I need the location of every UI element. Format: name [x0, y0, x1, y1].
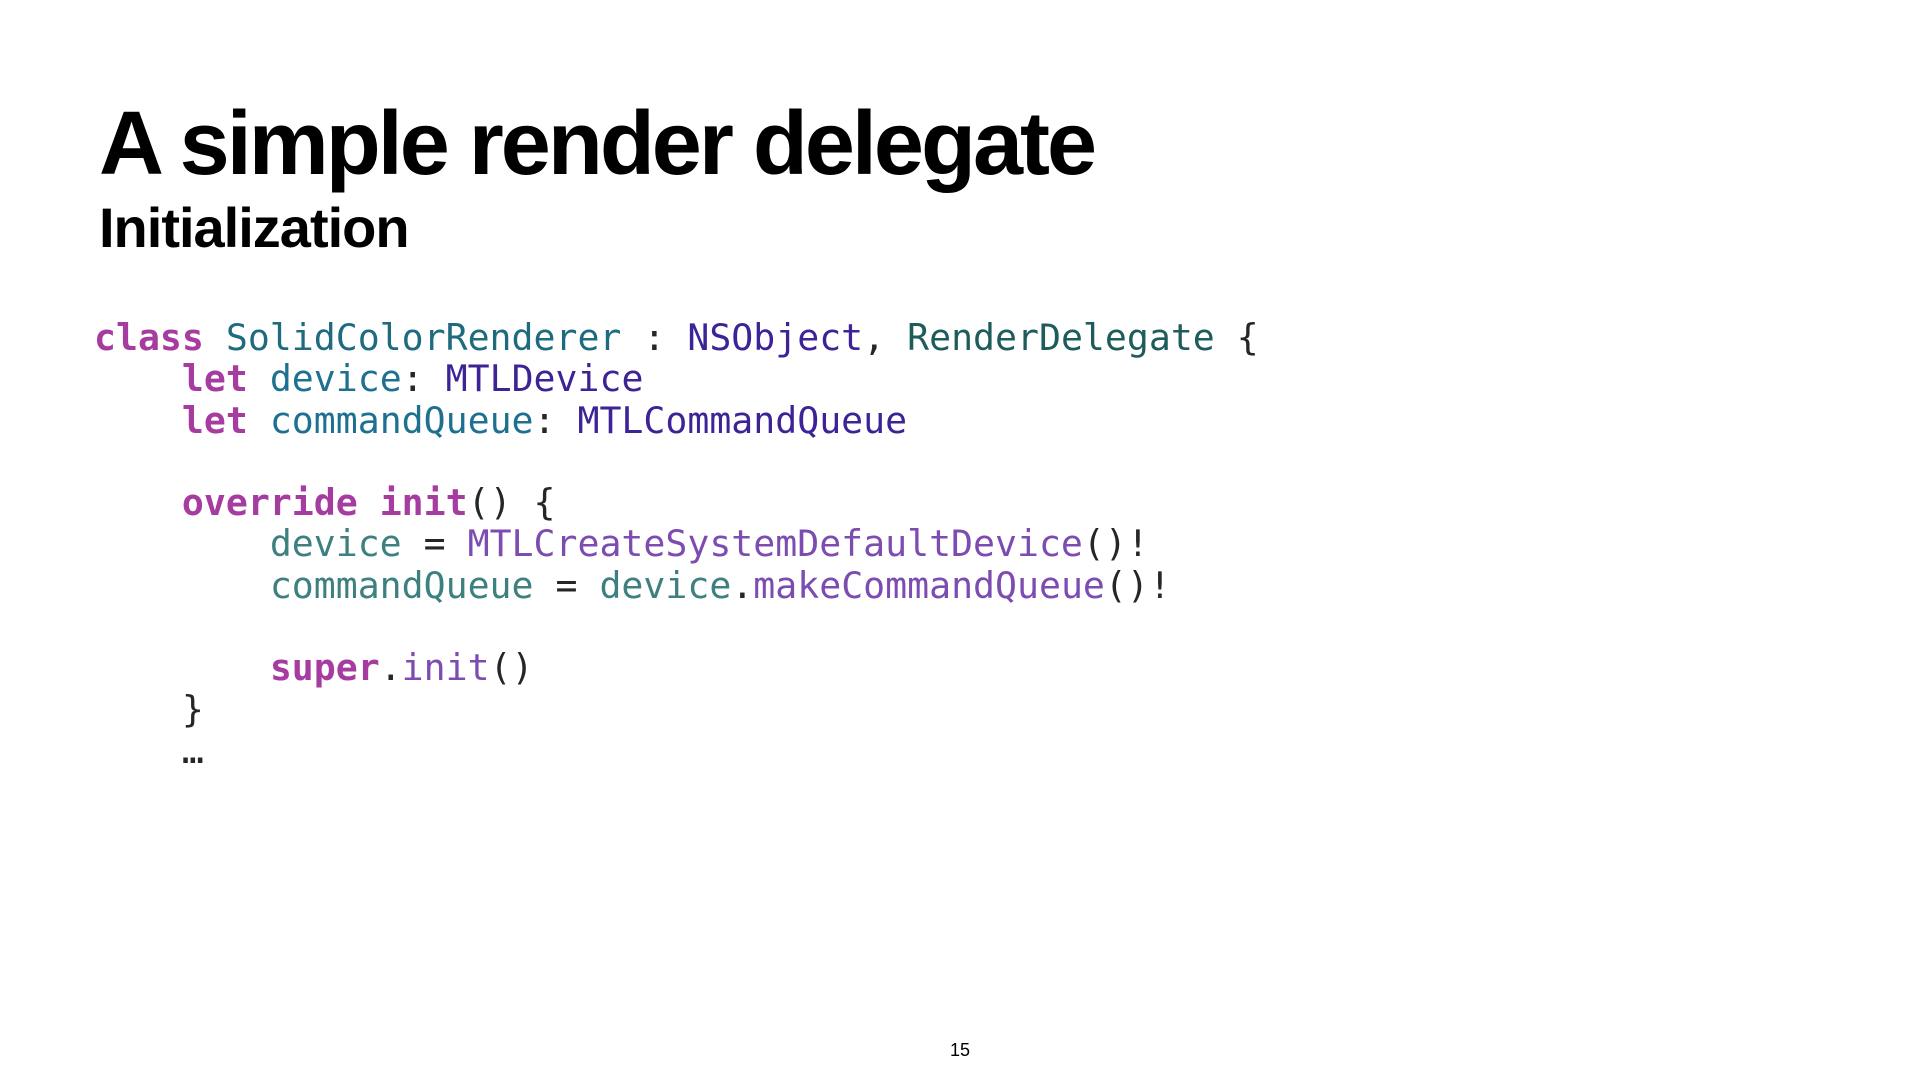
code-token-keyword: override	[181, 481, 358, 525]
code-token-function: MTLCreateSystemDefaultDevice	[467, 522, 1083, 566]
code-token-plain	[94, 357, 182, 400]
code-token-keyword: let	[181, 398, 248, 442]
code-token-plain: …	[94, 728, 204, 772]
code-token-plain: ,	[863, 316, 908, 359]
code-token-plain: =	[401, 522, 468, 566]
code-line: let commandQueue: MTLCommandQueue	[94, 398, 1259, 442]
code-token-keyword: init	[379, 481, 468, 525]
code-token-plain	[94, 564, 270, 607]
code-line: override init() {	[94, 482, 1259, 523]
code-token-plain	[204, 316, 226, 359]
code-token-plain: .	[379, 646, 402, 690]
code-token-plain	[248, 357, 270, 400]
code-line: device = MTLCreateSystemDefaultDevice()!	[94, 523, 1259, 564]
code-token-variable: device	[599, 563, 732, 607]
code-token-builtin-type: MTLDevice	[445, 357, 644, 401]
page-number: 15	[949, 1040, 971, 1060]
code-token-function: makeCommandQueue	[753, 563, 1105, 607]
code-token-plain	[358, 481, 380, 524]
code-token-variable: commandQueue	[269, 563, 534, 607]
code-line: commandQueue = device.makeCommandQueue()…	[94, 565, 1259, 606]
code-line: class SolidColorRenderer : NSObject, Ren…	[94, 317, 1259, 358]
code-token-plain: .	[731, 563, 754, 607]
slide-title: A simple render delegate	[99, 94, 1097, 194]
code-line	[94, 606, 1259, 647]
code-token-plain	[94, 522, 270, 565]
code-line: …	[94, 730, 1259, 771]
code-token-keyword: let	[181, 357, 248, 401]
code-token-plain: :	[621, 316, 688, 359]
code-line: let device: MTLDevice	[94, 358, 1259, 399]
code-token-type-name: SolidColorRenderer	[225, 316, 622, 359]
code-token-plain: }	[94, 687, 204, 731]
code-token-plain: ()!	[1082, 522, 1149, 566]
code-token-plain	[94, 481, 182, 524]
code-token-plain: :	[401, 357, 446, 401]
code-line	[94, 441, 1259, 482]
code-token-property: device	[269, 357, 402, 401]
code-token-plain	[94, 646, 270, 689]
code-token-keyword: super	[269, 646, 380, 690]
code-token-plain	[94, 399, 182, 442]
code-token-plain: ()	[489, 646, 534, 690]
code-token-plain	[248, 399, 270, 442]
code-token-property: commandQueue	[269, 398, 534, 442]
code-token-builtin-type: MTLCommandQueue	[577, 398, 908, 442]
code-line: }	[94, 689, 1259, 730]
code-line: super.init()	[94, 647, 1259, 688]
code-token-plain: ()!	[1104, 563, 1171, 607]
code-token-builtin-type: NSObject	[687, 316, 864, 359]
code-token-plain: () {	[467, 481, 556, 525]
code-token-function: init	[401, 646, 490, 690]
code-token-plain: =	[533, 563, 600, 607]
code-token-variable: device	[269, 522, 402, 566]
code-token-plain: :	[533, 398, 578, 442]
code-token-plain: {	[1214, 316, 1259, 359]
code-token-keyword: class	[94, 316, 204, 359]
code-token-protocol: RenderDelegate	[907, 316, 1215, 359]
code-block: class SolidColorRenderer : NSObject, Ren…	[94, 317, 1259, 771]
slide-subtitle: Initialization	[99, 196, 410, 259]
